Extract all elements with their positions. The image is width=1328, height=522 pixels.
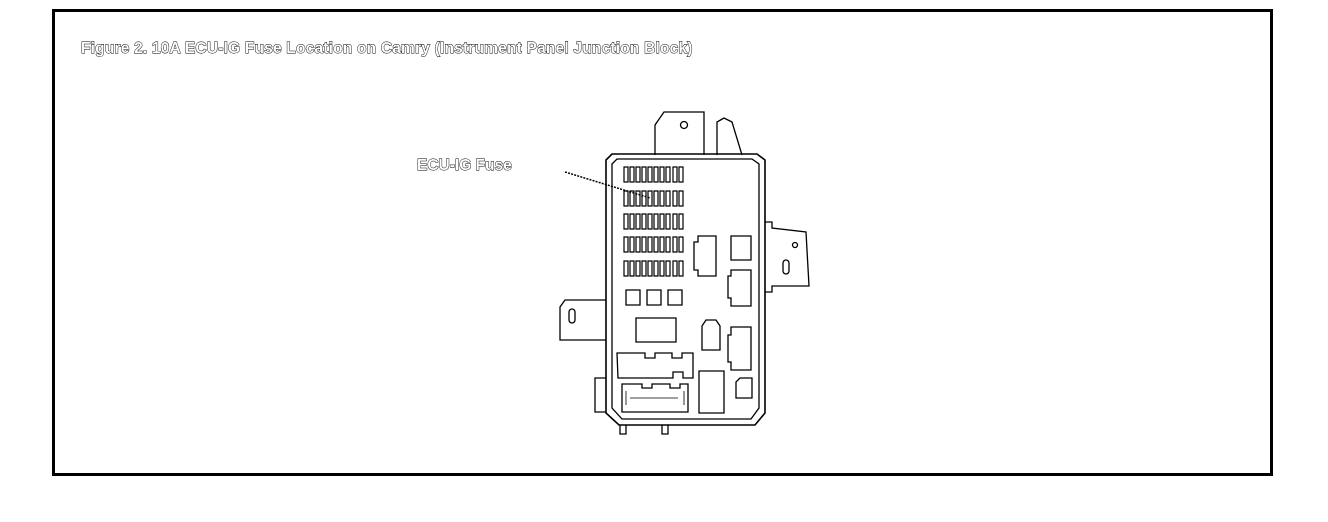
- fuse-row-3: [624, 214, 683, 229]
- junction-block-housing: [606, 154, 765, 425]
- callout-label: ECU-IG Fuse: [417, 157, 513, 175]
- left-mounting-tab: [560, 300, 606, 412]
- fuse-grid: [624, 167, 683, 276]
- callout-leader-line: [565, 172, 650, 198]
- right-mounting-tab: [765, 222, 809, 292]
- relay-sockets: [626, 290, 682, 305]
- connector-sockets: [636, 236, 752, 413]
- bottom-clips: [620, 425, 668, 434]
- fuse-row-1: [624, 167, 683, 182]
- fuse-row-4: [624, 237, 683, 252]
- fuse-row-2: [624, 191, 683, 206]
- figure-title: Figure 2. 10A ECU-IG Fuse Location on Ca…: [81, 40, 693, 58]
- fuse-row-5: [624, 261, 683, 276]
- top-mounting-tab: [655, 112, 742, 155]
- lower-connectors: [617, 353, 693, 412]
